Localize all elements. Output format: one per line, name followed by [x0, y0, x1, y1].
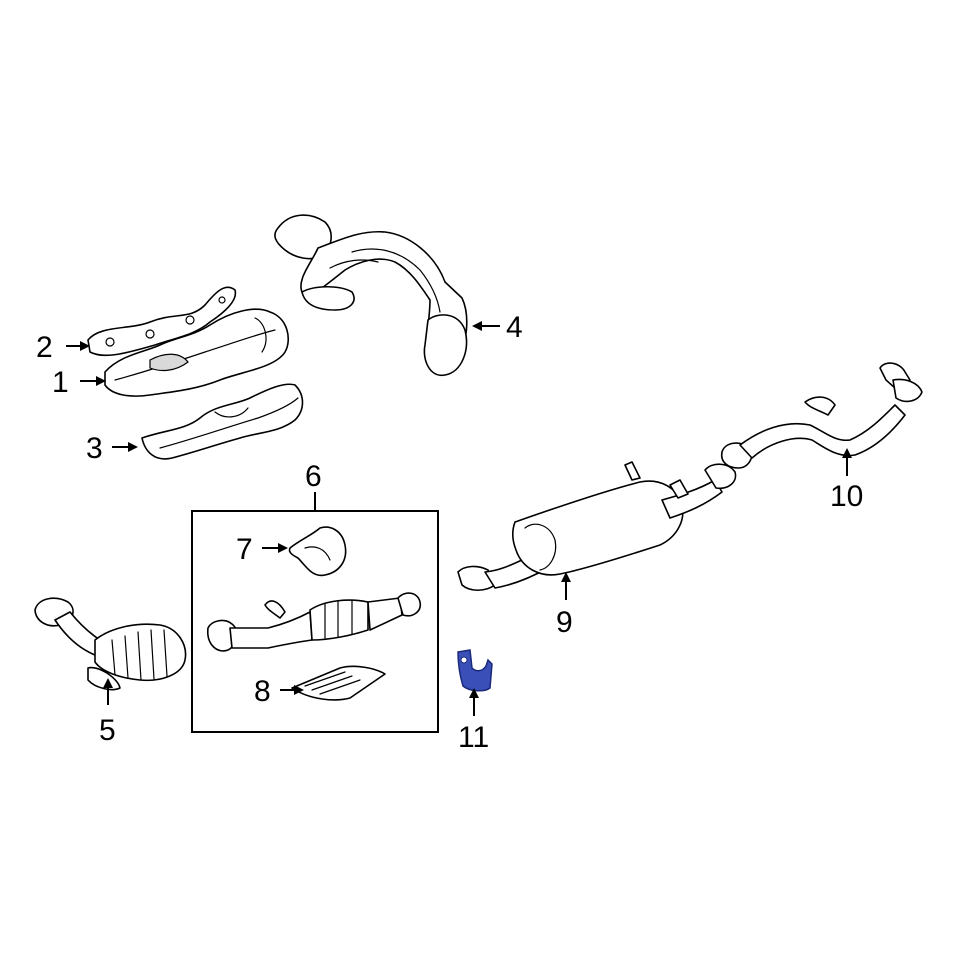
part-10-tail-pipe[interactable]: [720, 362, 923, 469]
part-9-muffler[interactable]: [457, 461, 737, 592]
callout-1: 1: [52, 366, 69, 399]
callout-10: 10: [830, 480, 863, 513]
callout-9: 9: [556, 606, 573, 639]
callout-leaders: [66, 321, 852, 716]
part-2-manifold-gasket[interactable]: [87, 286, 237, 357]
callout-3: 3: [86, 432, 103, 465]
part-8-heat-shield-plate[interactable]: [291, 665, 386, 701]
callout-6: 6: [305, 460, 322, 493]
callout-2: 2: [36, 331, 53, 364]
callout-4: 4: [506, 311, 523, 344]
part-3-heat-shield[interactable]: [141, 383, 304, 460]
part-7-small-heat-shield[interactable]: [288, 526, 347, 577]
part-6-pipe-assembly[interactable]: [207, 592, 422, 652]
callout-11: 11: [458, 721, 489, 754]
part-11-bracket[interactable]: [457, 649, 493, 692]
part-4-front-exhaust-pipe[interactable]: [274, 214, 468, 376]
callout-5: 5: [99, 714, 116, 747]
part-5-catalytic-converter[interactable]: [34, 597, 187, 691]
part-1-exhaust-manifold[interactable]: [104, 308, 289, 397]
callout-8: 8: [254, 675, 271, 708]
callout-7: 7: [236, 533, 253, 566]
callout-labels: 1 2 3 4 5 6 7 8 9 10 11: [36, 311, 863, 754]
